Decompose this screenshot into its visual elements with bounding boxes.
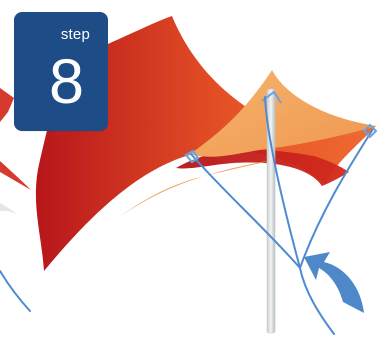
rope-left xyxy=(191,154,300,268)
step-number: 8 xyxy=(49,51,84,114)
left-canopy-lower-fold xyxy=(0,161,31,190)
rope-ground xyxy=(300,268,334,334)
left-canopy-corner xyxy=(0,88,14,122)
step-badge: step 8 xyxy=(14,12,108,131)
curved-arrow-icon xyxy=(304,252,364,313)
rope-left-side xyxy=(0,271,30,311)
step-label: step xyxy=(61,27,90,42)
left-canopy-shadow xyxy=(0,203,18,215)
